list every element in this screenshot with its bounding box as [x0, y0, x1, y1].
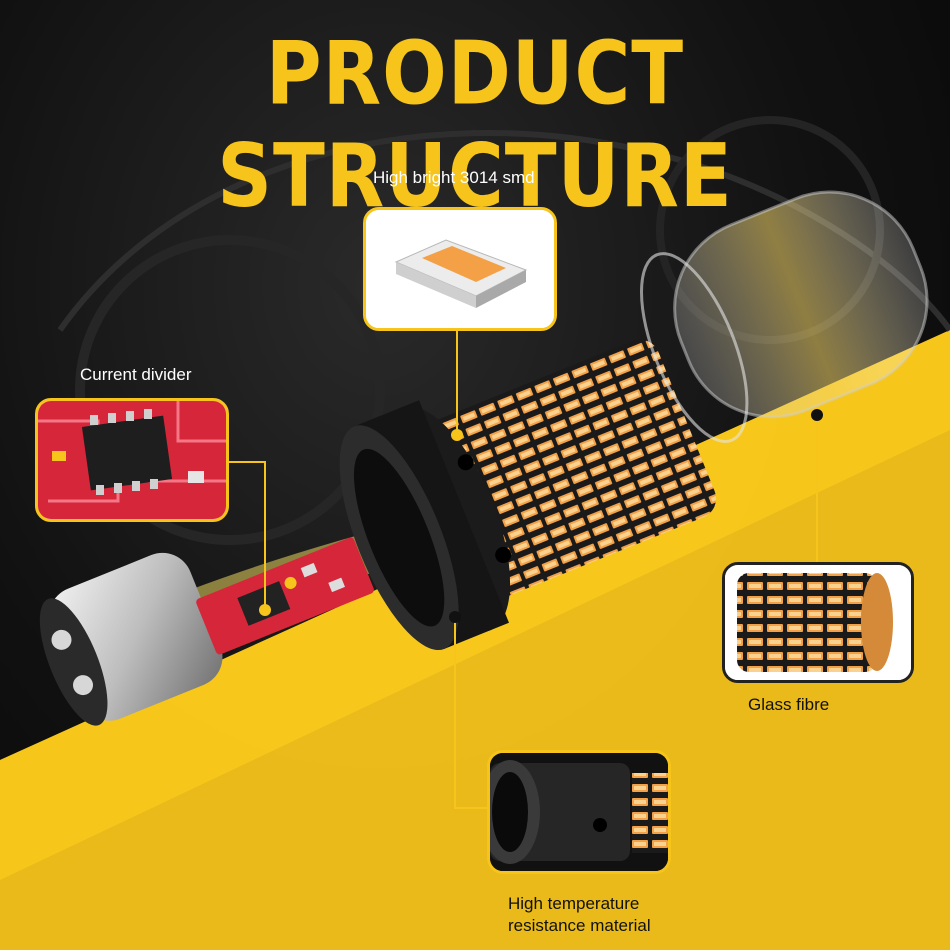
label-divider: Current divider — [80, 365, 192, 384]
dot-glass — [811, 409, 823, 421]
dot-smd — [451, 429, 463, 441]
label-temp-line1: High temperature — [508, 894, 640, 913]
label-temp-line2: resistance material — [508, 916, 651, 935]
led-cylinder-illustration — [725, 565, 911, 680]
dot-divider — [259, 604, 271, 616]
callout-temp-image — [487, 750, 671, 874]
callout-divider-image — [35, 398, 229, 522]
bulb-base — [39, 552, 223, 726]
heatsink-illustration — [490, 753, 668, 871]
label-glass: Glass fibre — [748, 695, 830, 714]
connector-temp — [454, 620, 487, 809]
label-temp: High temperature resistance material — [508, 893, 651, 937]
callout-smd-image — [363, 207, 557, 331]
page-title: PRODUCT STRUCTURE — [217, 22, 733, 227]
connector-divider — [223, 461, 266, 607]
dot-temp — [449, 611, 461, 623]
callout-glass-image — [722, 562, 914, 683]
label-smd: High bright 3014 smd — [373, 168, 535, 187]
pcb-chip-illustration — [38, 401, 226, 519]
smd-chip-illustration — [366, 210, 554, 328]
